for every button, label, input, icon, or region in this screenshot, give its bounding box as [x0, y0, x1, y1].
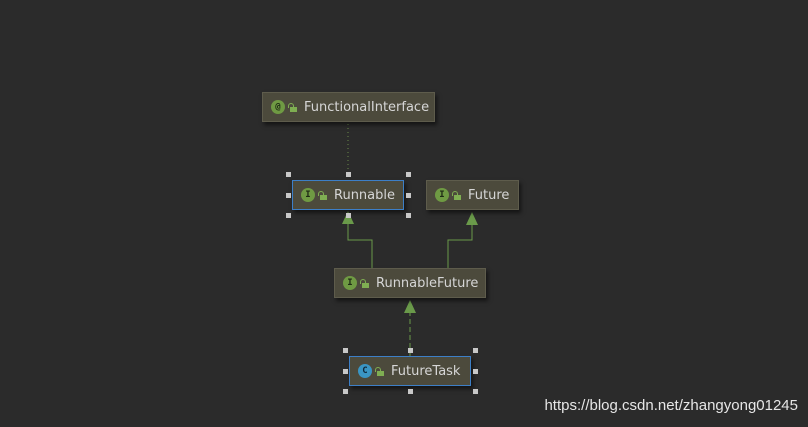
node-runnable-future[interactable]: I RunnableFuture	[334, 268, 486, 298]
node-future[interactable]: I Future	[426, 180, 519, 210]
lock-icon	[360, 278, 369, 288]
interface-icon: I	[301, 188, 315, 202]
interface-icon: I	[435, 188, 449, 202]
annotation-icon: @	[271, 100, 285, 114]
node-label: Future	[468, 187, 510, 203]
selection-handle[interactable]	[346, 172, 351, 177]
selection-handle[interactable]	[286, 172, 291, 177]
node-functional-interface[interactable]: @ FunctionalInterface	[262, 92, 435, 122]
lock-icon	[452, 190, 461, 200]
selection-handle[interactable]	[286, 193, 291, 198]
interface-icon: I	[343, 276, 357, 290]
selection-handle[interactable]	[473, 348, 478, 353]
edge-extends-runnablefuture-runnable	[347, 224, 373, 268]
selection-handle[interactable]	[343, 369, 348, 374]
edge-extends-runnablefuture-future	[447, 225, 473, 268]
selection-handle[interactable]	[286, 213, 291, 218]
arrowhead-runnablefuture	[404, 300, 416, 313]
selection-handle[interactable]	[406, 193, 411, 198]
selection-handle[interactable]	[473, 389, 478, 394]
watermark: https://blog.csdn.net/zhangyong01245	[544, 397, 798, 414]
node-label: RunnableFuture	[376, 275, 479, 291]
class-icon: C	[358, 364, 372, 378]
lock-icon	[288, 102, 297, 112]
selection-handle[interactable]	[473, 369, 478, 374]
node-runnable[interactable]: I Runnable	[292, 180, 404, 210]
selection-handle[interactable]	[343, 389, 348, 394]
node-label: Runnable	[334, 187, 395, 203]
node-label: FunctionalInterface	[304, 99, 430, 115]
selection-handle[interactable]	[408, 389, 413, 394]
selection-handle[interactable]	[406, 172, 411, 177]
node-future-task[interactable]: C FutureTask	[349, 356, 471, 386]
node-label: FutureTask	[391, 363, 461, 379]
arrowhead-future	[466, 212, 478, 225]
selection-handle[interactable]	[346, 213, 351, 218]
lock-icon	[375, 366, 384, 376]
selection-handle[interactable]	[343, 348, 348, 353]
selection-handle[interactable]	[406, 213, 411, 218]
selection-handle[interactable]	[408, 348, 413, 353]
lock-icon	[318, 190, 327, 200]
